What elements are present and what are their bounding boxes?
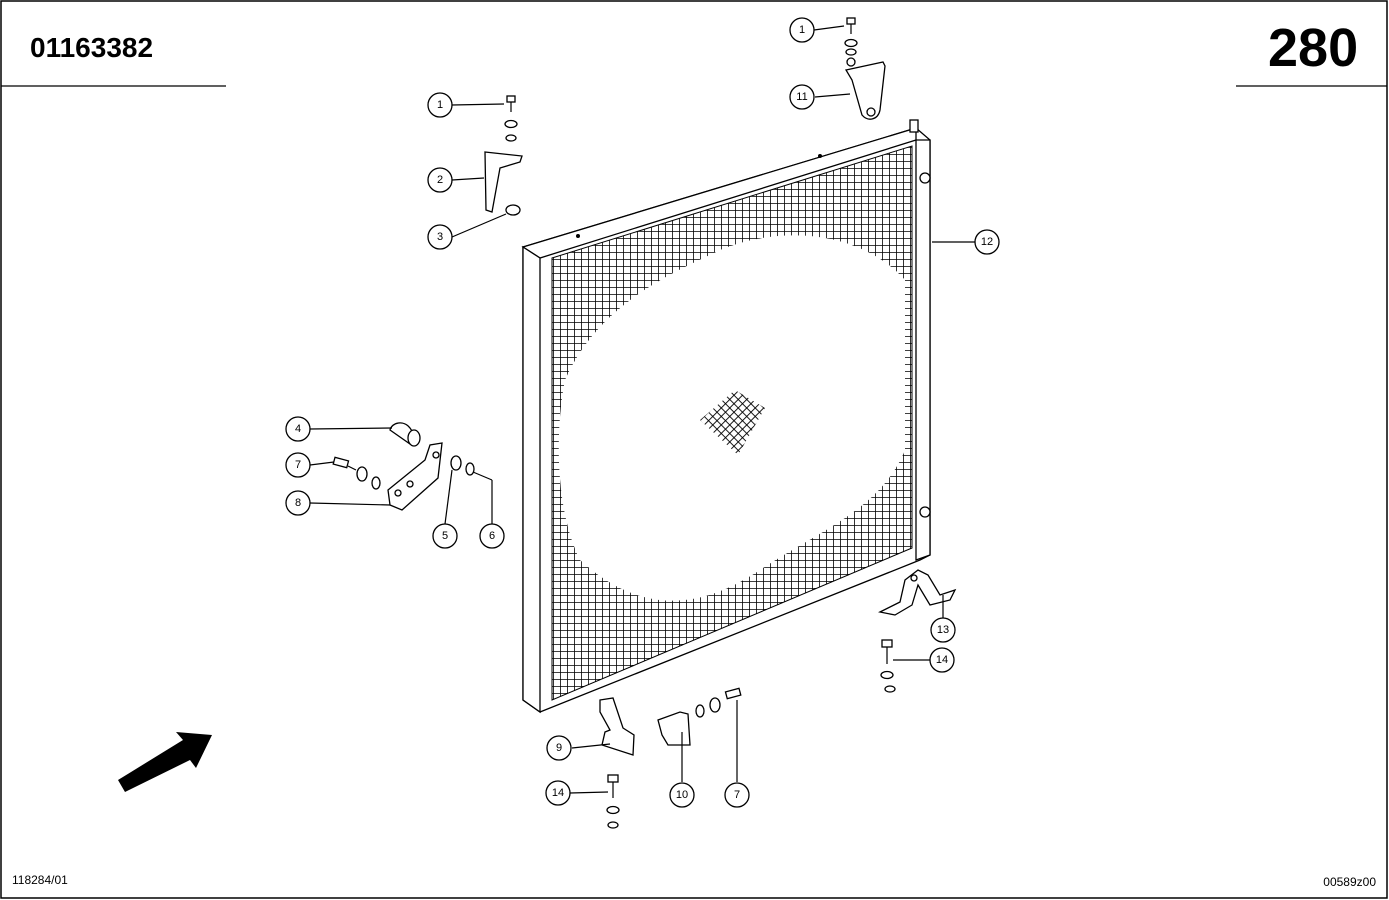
svg-text:13: 13 [937, 624, 949, 636]
svg-text:9: 9 [556, 742, 562, 754]
page-number: 280 [1268, 18, 1358, 78]
svg-text:2: 2 [437, 174, 443, 186]
svg-text:7: 7 [295, 459, 301, 471]
svg-text:6: 6 [489, 530, 495, 542]
left-mount-assembly [332, 422, 475, 511]
svg-text:4: 4 [295, 423, 301, 435]
callout-13: 13 [930, 617, 956, 643]
right-lower-bracket-assembly [878, 569, 957, 693]
callout-8: 8 [285, 490, 311, 516]
svg-text:7: 7 [734, 789, 740, 801]
part-number: 01163382 [30, 32, 153, 63]
callout-5: 5 [432, 523, 458, 549]
callout-14-right: 14 [929, 647, 955, 673]
svg-text:10: 10 [676, 789, 688, 801]
footer-right-code: 00589z00 [1323, 875, 1376, 889]
top-bracket-assembly [844, 17, 886, 120]
callout-11: 11 [789, 84, 815, 110]
upper-left-bracket-assembly [484, 95, 523, 216]
header-right-box: 280 [1236, 18, 1387, 87]
svg-text:3: 3 [437, 231, 443, 243]
callout-10: 10 [669, 782, 695, 808]
arrow-icon [118, 732, 212, 792]
bottom-bracket-assembly [599, 687, 742, 829]
callout-4: 4 [285, 416, 311, 442]
svg-text:1: 1 [437, 99, 443, 111]
svg-text:14: 14 [552, 787, 564, 799]
callout-12: 12 [974, 229, 1000, 255]
radiator-core [521, 119, 931, 714]
svg-text:14: 14 [936, 654, 948, 666]
svg-text:11: 11 [796, 91, 807, 103]
svg-text:1: 1 [799, 24, 805, 36]
callout-1-top: 1 [789, 17, 815, 43]
callout-3: 3 [427, 224, 453, 250]
callout-14-bottom: 14 [545, 780, 571, 806]
callout-7-bottom: 7 [724, 782, 750, 808]
leader-lines [309, 25, 999, 794]
footer-left-code: 118284/01 [12, 873, 68, 887]
svg-text:8: 8 [295, 497, 301, 509]
callout-9: 9 [546, 735, 572, 761]
callout-7-left: 7 [285, 452, 311, 478]
callout-6: 6 [479, 523, 505, 549]
callout-1-left: 1 [427, 92, 453, 118]
header-left-box: 01163382 [1, 32, 226, 87]
svg-text:12: 12 [981, 236, 993, 248]
svg-text:5: 5 [442, 530, 448, 542]
callout-2: 2 [427, 167, 453, 193]
